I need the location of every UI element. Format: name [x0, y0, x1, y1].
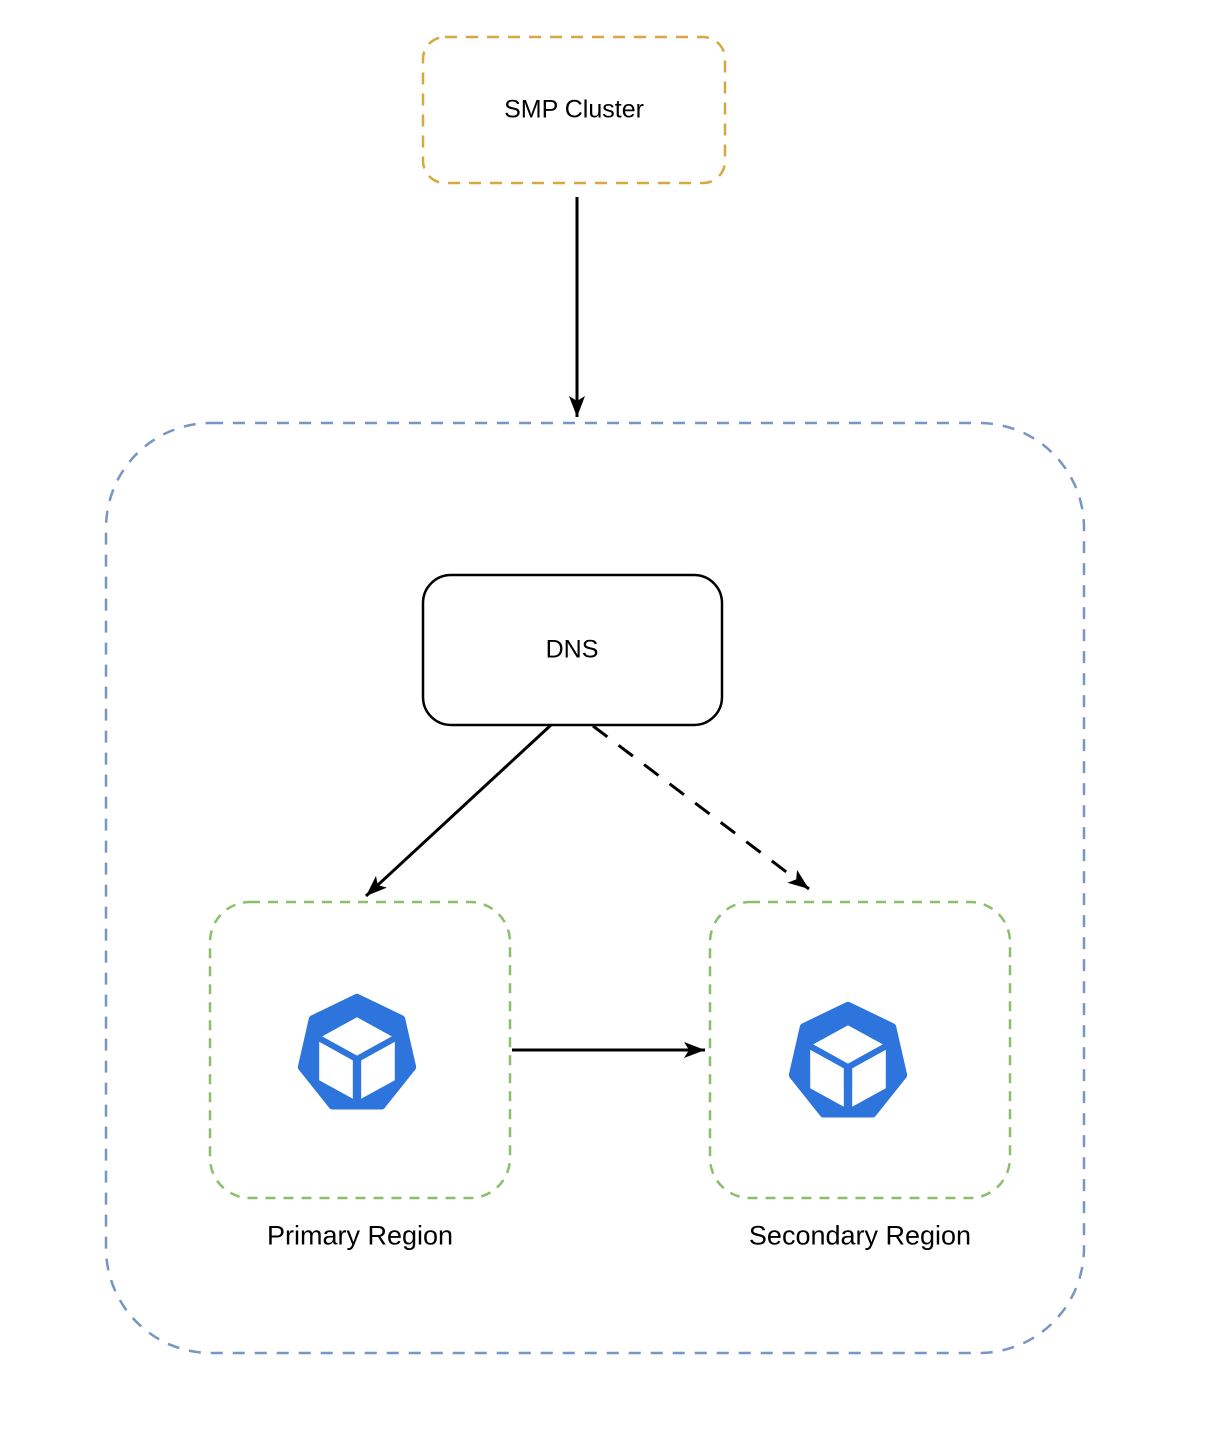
container-cube-icon [302, 998, 412, 1105]
container-cube-icon [793, 1006, 903, 1113]
smp-cluster-box [421, 35, 727, 185]
edge-dns-to-secondary [592, 724, 810, 891]
secondary-region-label: Secondary Region [748, 1220, 972, 1251]
dns-box [421, 573, 724, 727]
dns-label: DNS [545, 635, 599, 664]
smp-cluster-label: SMP Cluster [504, 95, 644, 124]
primary-region-label: Primary Region [266, 1220, 454, 1251]
edge-dns-to-primary [364, 723, 553, 898]
cluster-container-box [104, 421, 1086, 1355]
